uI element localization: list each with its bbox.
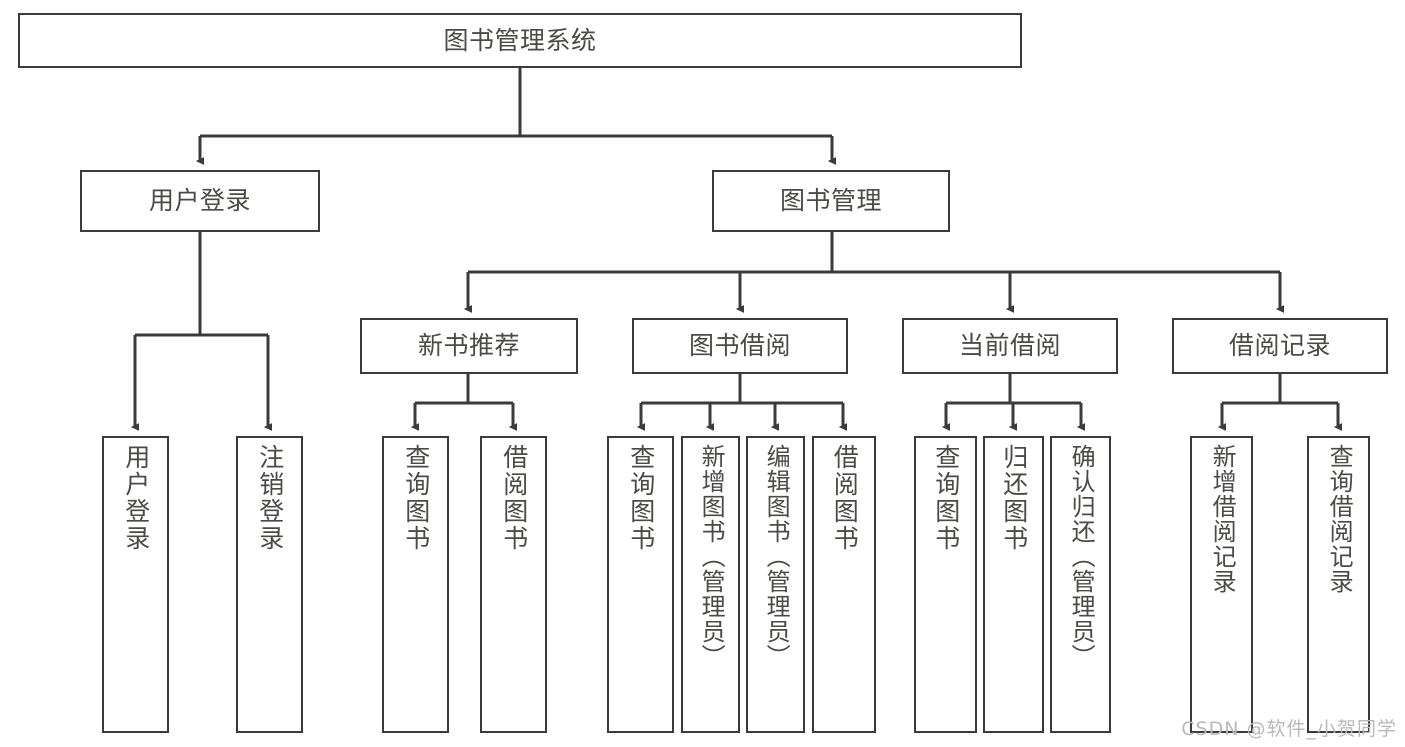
leaf-query-book-recommend[interactable]: 查询图书 (382, 436, 449, 733)
leaf-return-book[interactable]: 归还图书 (983, 436, 1044, 733)
node-label: 借阅图书 (499, 444, 529, 552)
node-root-book-management-system[interactable]: 图书管理系统 (18, 13, 1022, 68)
node-label: 注销登录 (255, 444, 285, 552)
leaf-add-borrow-record[interactable]: 新增借阅记录 (1190, 436, 1253, 733)
node-label: 用户登录 (148, 186, 251, 215)
leaf-edit-book-admin[interactable]: 编辑图书（管理员） (746, 436, 805, 733)
leaf-query-book-current[interactable]: 查询图书 (914, 436, 977, 733)
node-current-borrow[interactable]: 当前借阅 (902, 318, 1118, 374)
node-label: 查询图书 (401, 444, 431, 552)
node-label: 图书借阅 (688, 331, 791, 360)
node-label: 归还图书 (999, 444, 1029, 552)
node-borrow-record[interactable]: 借阅记录 (1172, 318, 1388, 374)
csdn-watermark: CSDN @软件_小贺同学 (1181, 718, 1397, 740)
leaf-borrow-book-borrow[interactable]: 借阅图书 (812, 436, 876, 733)
node-label: 查询图书 (931, 444, 961, 552)
leaf-query-borrow-record[interactable]: 查询借阅记录 (1307, 436, 1370, 733)
node-label: 查询借阅记录 (1325, 444, 1354, 594)
node-label: 查询图书 (626, 444, 656, 552)
node-new-book-recommend[interactable]: 新书推荐 (360, 318, 578, 374)
node-label: 确认归还（管理员） (1067, 444, 1096, 669)
node-label: 编辑图书（管理员） (762, 444, 791, 669)
leaf-borrow-book-recommend[interactable]: 借阅图书 (480, 436, 547, 733)
leaf-add-book-admin[interactable]: 新增图书（管理员） (681, 436, 740, 733)
node-book-management[interactable]: 图书管理 (712, 170, 950, 232)
node-label: 借阅记录 (1228, 331, 1331, 360)
leaf-logout-login[interactable]: 注销登录 (236, 436, 303, 733)
node-book-borrow[interactable]: 图书借阅 (632, 318, 848, 374)
node-label: 新书推荐 (417, 331, 520, 360)
leaf-confirm-return-admin[interactable]: 确认归还（管理员） (1050, 436, 1111, 733)
node-label: 图书管理系统 (443, 25, 597, 55)
leaf-user-login[interactable]: 用户登录 (102, 436, 169, 733)
leaf-query-book-borrow[interactable]: 查询图书 (607, 436, 674, 733)
node-label: 图书管理 (779, 186, 882, 215)
node-label: 新增借阅记录 (1208, 444, 1237, 594)
node-label: 新增图书（管理员） (697, 444, 726, 669)
node-label: 用户登录 (121, 444, 151, 552)
node-label: 当前借阅 (958, 331, 1061, 360)
node-user-login[interactable]: 用户登录 (80, 170, 320, 232)
node-label: 借阅图书 (830, 444, 860, 552)
